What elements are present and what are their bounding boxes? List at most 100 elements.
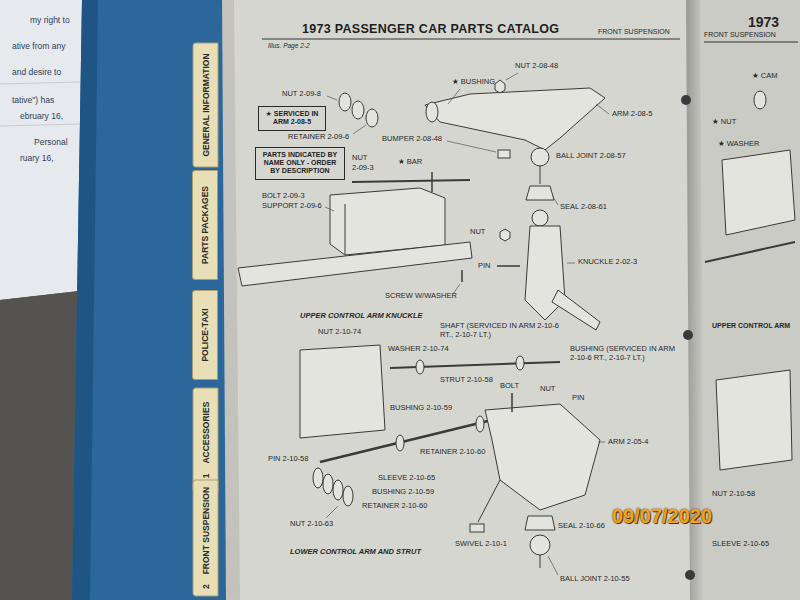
part-label: SCREW W/WASHER — [385, 292, 457, 301]
bushing-part — [323, 474, 333, 494]
ring-hole — [683, 330, 693, 340]
part-label: SEAL 2-10-66 — [558, 522, 605, 531]
part-label: BOLT — [500, 382, 519, 391]
part-number: 2-09-3 — [352, 164, 374, 173]
section-heading: LOWER CONTROL ARM AND STRUT — [290, 548, 421, 557]
leader-line — [548, 556, 558, 575]
part-label: STRUT 2-10-58 — [440, 376, 493, 385]
leader-line — [598, 442, 605, 443]
leader-line — [553, 197, 558, 205]
leader-line — [596, 104, 609, 114]
binder-spine — [72, 0, 98, 600]
paper-text: Personal — [34, 138, 68, 148]
ring-hole — [685, 570, 695, 580]
bolt-part — [431, 172, 433, 192]
tab-label: 1 — [200, 474, 210, 479]
part-label: BUMPER 2-08-48 — [382, 135, 442, 144]
part-label: ★ CAM — [752, 72, 777, 81]
part-label: SWIVEL 2-10-1 — [455, 540, 507, 549]
shaft-bar — [352, 180, 470, 182]
tab-label: ACCESSORIES — [200, 402, 210, 464]
tab-label: FRONT SUSPENSION — [200, 487, 210, 574]
frame-support — [330, 188, 445, 255]
page-ref: Illus. Page 2-2 — [268, 42, 310, 49]
part-label: ★ WASHER — [718, 140, 759, 149]
arm-extension — [478, 480, 500, 522]
leader-line — [326, 506, 338, 518]
part-label: NUT 2-10-63 — [290, 520, 333, 529]
leader-line — [327, 96, 337, 100]
ball-stud — [540, 166, 541, 184]
part-label: BOLT 2-09-3 — [262, 192, 305, 201]
leader-line — [325, 207, 334, 211]
page-header: 1973 — [748, 14, 779, 30]
part-label: SLEEVE 2-10-65 — [712, 540, 769, 549]
right-page-bracket — [716, 370, 792, 470]
sleeve-part — [313, 468, 323, 488]
index-tab: ACCESSORIES 1 — [192, 388, 218, 493]
bushing-part — [352, 101, 364, 119]
part-label: NUT 2-08-48 — [515, 62, 558, 71]
header-rule — [262, 39, 680, 40]
swivel-part — [470, 524, 484, 532]
leader-line — [448, 89, 460, 104]
part-label: BUSHING 2-10-59 — [390, 404, 452, 413]
retainer-part — [366, 109, 378, 127]
pivot-bushing — [426, 102, 438, 122]
tab-label: GENERAL INFORMATION — [200, 53, 210, 156]
right-page-rod — [705, 242, 795, 262]
part-label: RETAINER 2-09-6 — [288, 133, 349, 142]
part-label: PIN — [572, 394, 585, 403]
note-box: ★ SERVICED IN ARM 2-08-5 — [258, 106, 326, 131]
section-heading: UPPER CONTROL ARM KNUCKLE — [300, 312, 423, 321]
upper-arm — [425, 88, 605, 150]
part-label: ★ BUSHING — [452, 78, 495, 87]
part-label: SLEEVE 2-10-65 — [378, 474, 435, 483]
nut-part — [343, 486, 353, 506]
section-heading: UPPER CONTROL ARM — [712, 322, 790, 330]
leader-line — [567, 263, 575, 264]
retainer-part — [333, 480, 343, 500]
bumper-part — [498, 150, 510, 158]
index-tab: PARTS PACKAGES — [192, 170, 218, 280]
ball-stud — [540, 555, 541, 568]
right-page-bracket — [722, 150, 795, 235]
ball-joint — [531, 148, 549, 166]
nut-part — [500, 229, 510, 241]
index-tab: GENERAL INFORMATION — [192, 43, 218, 168]
spindle — [552, 290, 600, 330]
note-box: PARTS INDICATED BY NAME ONLY - ORDER BY … — [255, 147, 345, 180]
seal-part — [526, 186, 554, 200]
support-edge — [345, 204, 346, 255]
page-header: FRONT SUSPENSION — [598, 28, 670, 36]
ball-joint — [530, 535, 550, 555]
paper-text: tative") has — [12, 96, 54, 106]
note-text: ★ SERVICED IN ARM 2-08-5 — [262, 110, 322, 126]
part-label: RETAINER 2-10-60 — [362, 502, 427, 511]
frame-rail — [238, 242, 472, 286]
pin-part — [497, 265, 520, 267]
bushing-part — [516, 356, 524, 370]
retainer-part — [476, 416, 484, 432]
binder-cover — [72, 0, 245, 600]
part-label: NUT — [540, 385, 555, 394]
part-label: BALL JOINT 2-08-57 — [556, 152, 626, 161]
part-label: NUT 2-09-8 — [282, 90, 321, 99]
page-header: FRONT SUSPENSION — [704, 31, 776, 39]
nut-part — [495, 80, 505, 93]
knuckle-boss — [532, 210, 548, 226]
part-label: RETAINER 2-10-60 — [420, 448, 485, 457]
paper-text: ruary 16, — [20, 154, 54, 164]
leader-line — [506, 73, 518, 80]
part-label: SEAL 2-08-61 — [560, 203, 607, 212]
tab-label: PARTS PACKAGES — [200, 186, 210, 264]
index-tab: FRONT SUSPENSION2 — [192, 480, 218, 597]
part-label: SHAFT (SERVICED IN ARM 2-10-6 RT., 2-10-… — [440, 322, 570, 339]
part-label: ARM 2-08-5 — [612, 110, 652, 119]
leader-lines — [325, 73, 609, 575]
date-stamp: 09/07/2020 — [612, 505, 712, 528]
part-label: ★ NUT — [712, 118, 736, 127]
part-label: BALL JOINT 2-10-55 — [560, 575, 630, 584]
index-tab: POLICE-TAXI — [192, 290, 218, 380]
